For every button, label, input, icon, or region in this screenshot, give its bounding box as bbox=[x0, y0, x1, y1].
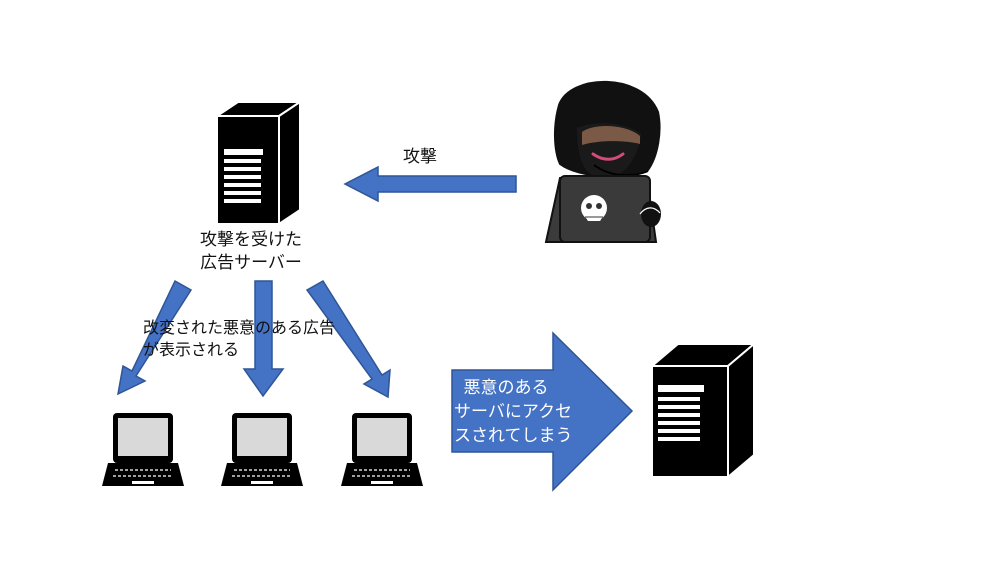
arrow-to-laptop-right bbox=[305, 279, 391, 399]
laptop-right-icon bbox=[341, 413, 423, 486]
attacked-ad-server-icon bbox=[213, 100, 304, 226]
malicious-access-label-line-3: スされてしまう bbox=[454, 426, 573, 446]
hooded-hacker-icon bbox=[544, 80, 661, 243]
laptop-left-icon bbox=[102, 413, 184, 486]
arrow-to-laptop-left bbox=[117, 279, 193, 396]
tampered-ad-label-line-1: 改変された悪意のある広告 bbox=[143, 318, 336, 337]
tampered-ad-label-line-2: が表示される bbox=[143, 340, 240, 359]
arrow-to-laptop-middle bbox=[242, 280, 285, 398]
laptop-middle-icon bbox=[221, 413, 303, 486]
attacked-server-label-line-2: 広告サーバー bbox=[200, 253, 302, 273]
malicious-access-arrow bbox=[451, 331, 634, 492]
malicious-access-label-line-2: サーバにアクセ bbox=[454, 402, 572, 422]
malicious-access-label-line-1: 悪意のある bbox=[463, 378, 549, 398]
malicious-server-icon bbox=[649, 341, 757, 480]
attack-arrow bbox=[343, 165, 517, 203]
attacked-server-label-line-1: 攻撃を受けた bbox=[200, 230, 302, 250]
attack-label: 攻撃 bbox=[403, 147, 437, 167]
